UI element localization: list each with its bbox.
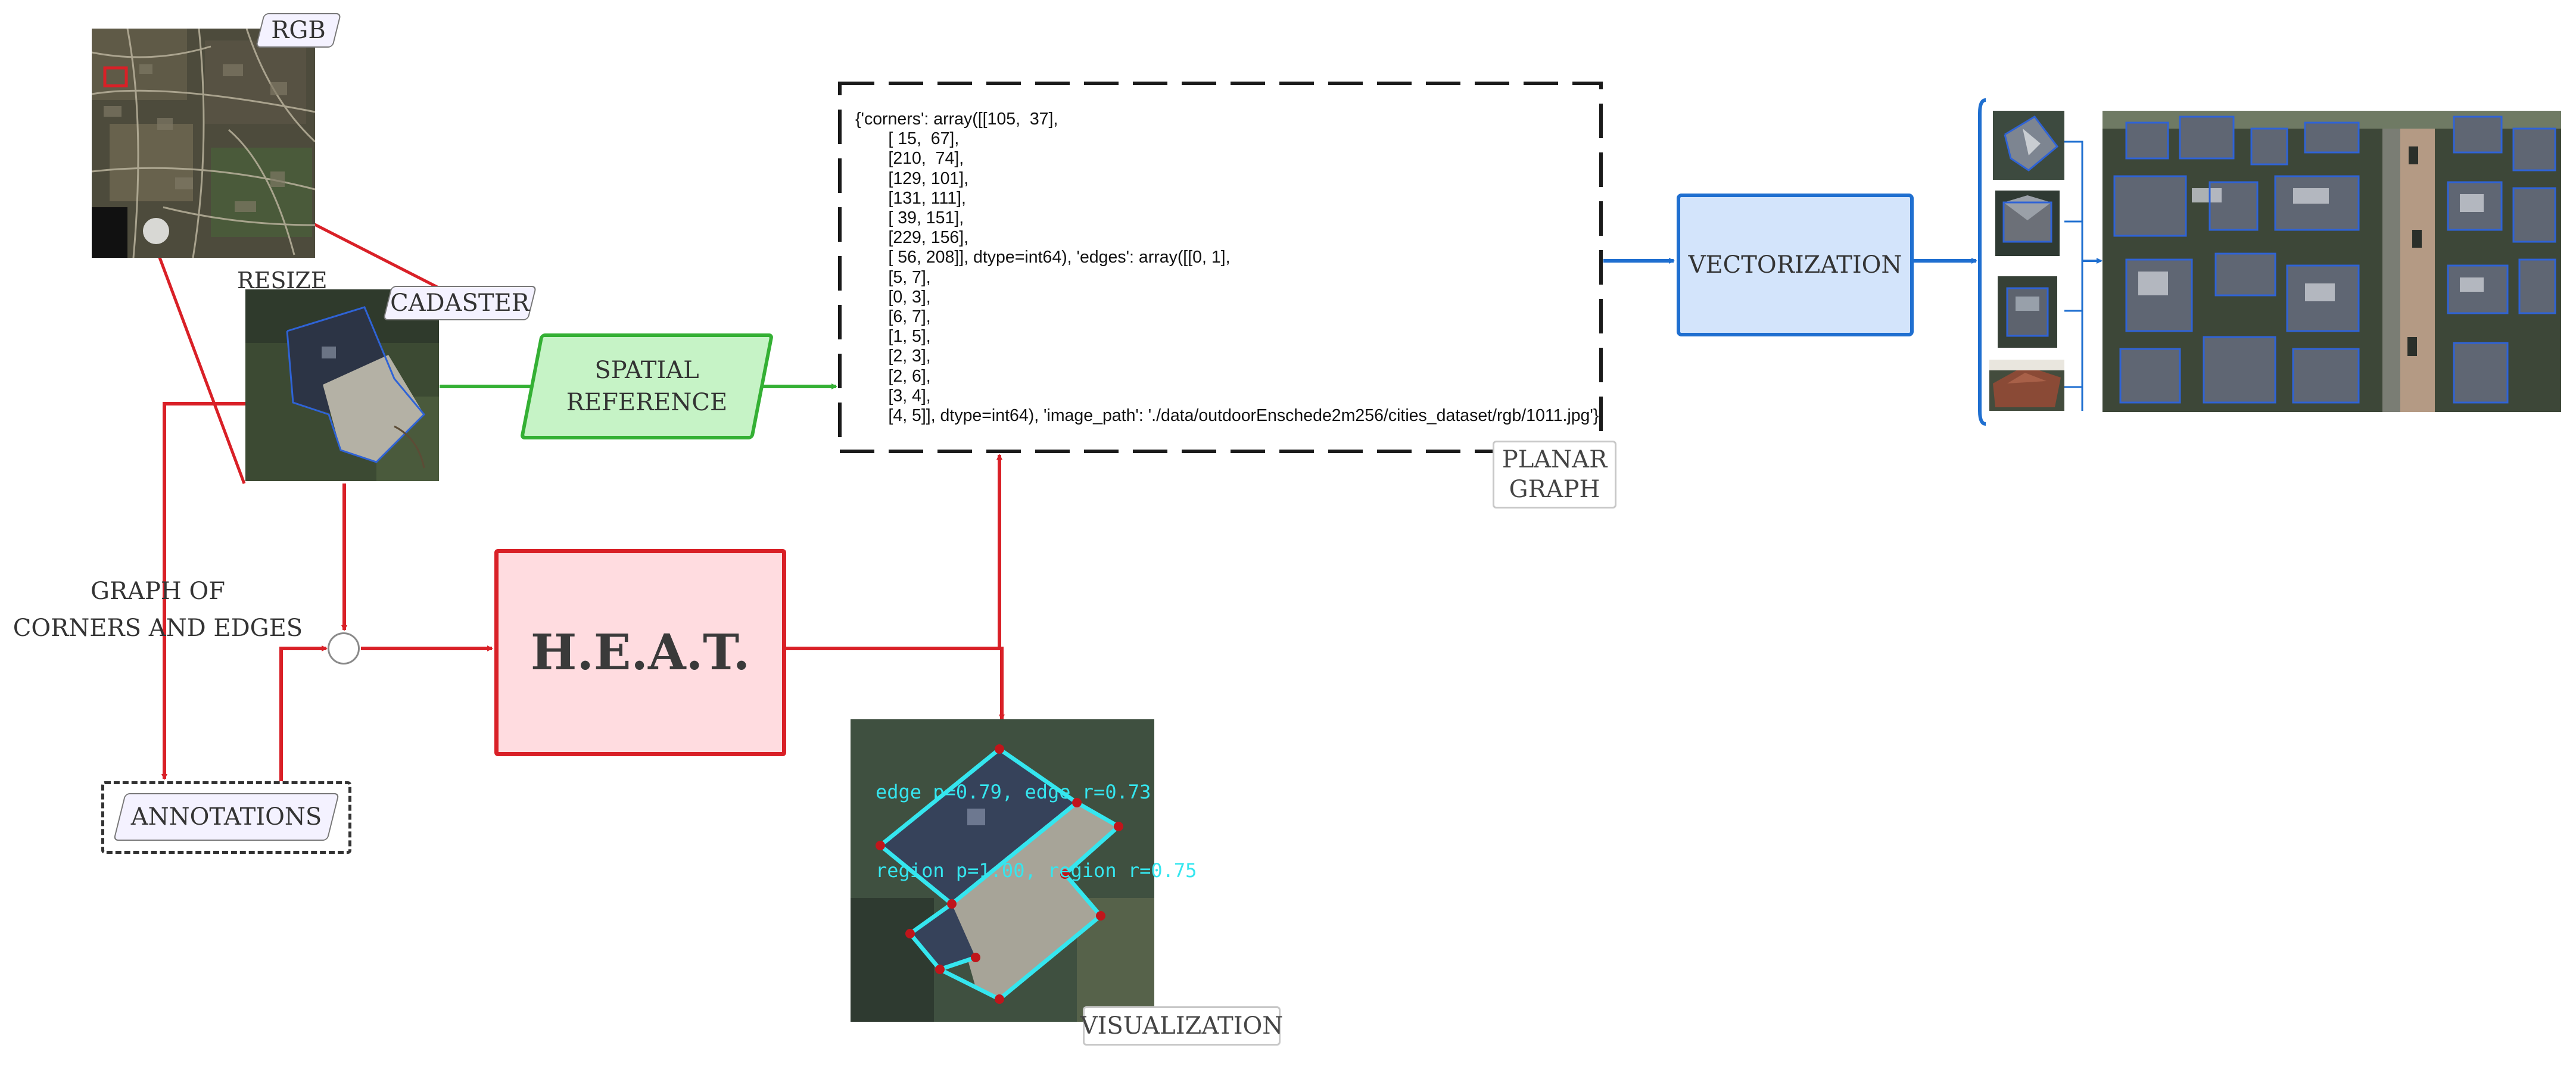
- spatial-reference-node: SPATIAL REFERENCE: [519, 333, 774, 439]
- building-thumbnail-2: [1995, 191, 2060, 256]
- annotations-label: ANNOTATIONS: [113, 793, 339, 841]
- heat-to-visualization-arrow: [780, 647, 1005, 720]
- heat-model-node: H.E.A.T.: [494, 549, 786, 756]
- cadaster-image: [245, 289, 439, 481]
- annotations-frame: [101, 781, 351, 854]
- planar-graph-output: {'corners': array([[105, 37], [ 15, 67],…: [855, 110, 1599, 426]
- visualization-label: VISUALIZATION: [1080, 1006, 1283, 1046]
- thumbnail-tree: [2064, 141, 2083, 411]
- building-thumbnail-1: [1993, 111, 2064, 180]
- spatial-reference-line-2: REFERENCE: [566, 389, 728, 416]
- cadaster-label: CADASTER: [382, 286, 537, 320]
- rgb-aerial-image: [92, 29, 315, 258]
- merge-junction: [328, 632, 360, 665]
- planar-graph-frame: [838, 82, 1603, 453]
- resize-label: RESIZE: [237, 267, 328, 294]
- cadaster-to-annotations-arrow: [161, 402, 245, 780]
- building-thumbnail-4: [1989, 360, 2064, 411]
- results-bracket: [1978, 98, 1986, 426]
- planar-graph-label: PLANAR GRAPH: [1493, 441, 1616, 509]
- vectorization-node: VECTORIZATION: [1677, 194, 1914, 336]
- visualization-image: [851, 719, 1154, 1022]
- annotations-to-junction-arrow: [279, 645, 328, 781]
- vectorized-buildings-mosaic: [2102, 111, 2561, 412]
- building-thumbnail-3: [1998, 276, 2057, 348]
- visualization-metrics: edge p=0.79, edge r=0.73 region p=1.00, …: [876, 781, 1197, 882]
- rgb-label: RGB: [255, 13, 342, 48]
- graph-of-corners-label: GRAPH OF CORNERS AND EDGES: [13, 578, 303, 642]
- spatial-reference-line-1: SPATIAL: [594, 357, 699, 384]
